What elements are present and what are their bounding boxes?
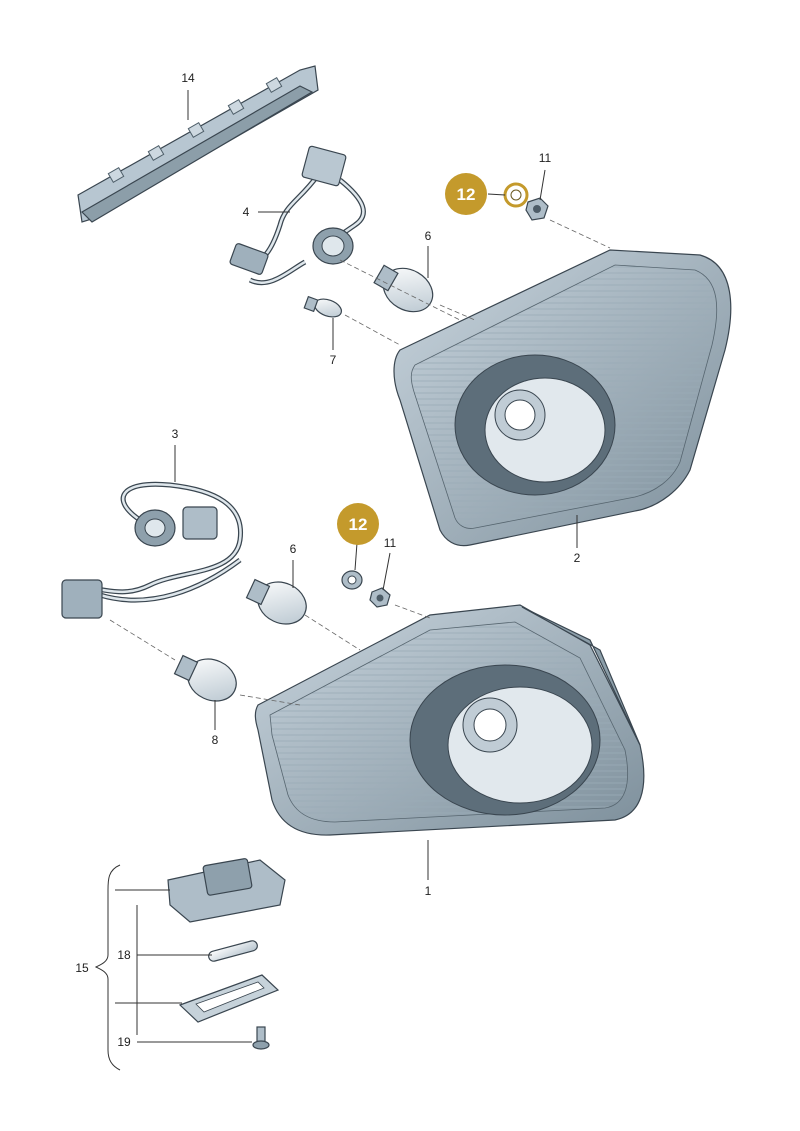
callout-numbers: 14 4 6 7 11 2 3 6 11 8 1 15 18 19 (75, 71, 580, 1049)
tail-light-part-2 (393, 249, 732, 547)
callout-14: 14 (181, 71, 195, 85)
callout-11-lower: 11 (384, 536, 397, 550)
nut-part-11-upper (525, 197, 549, 221)
bulb-part-6-lower (245, 578, 307, 625)
callout-4: 4 (243, 205, 250, 219)
clip-part-12-lower (341, 570, 363, 590)
callout-7: 7 (330, 353, 337, 367)
seal-part-unlabeled (178, 974, 280, 1023)
clip-part-12-upper (503, 182, 529, 208)
highlight-badge-12-upper: 12 (445, 173, 487, 215)
assembly-dash-lines (109, 219, 611, 706)
tail-light-part-1 (254, 604, 645, 836)
bulb-part-8 (173, 654, 237, 702)
bulb-part-6-upper (373, 264, 434, 313)
badge-12-upper-text: 12 (457, 185, 476, 204)
callout-15: 15 (75, 961, 89, 975)
callout-19: 19 (117, 1035, 131, 1049)
callout-1: 1 (425, 884, 432, 898)
wiring-harness-part-3 (61, 481, 244, 619)
license-lamp-part-15 (167, 858, 286, 923)
screw-part-19 (252, 1026, 270, 1050)
callout-2: 2 (574, 551, 581, 565)
leader-lines (94, 90, 578, 1071)
callout-6-lower: 6 (290, 542, 297, 556)
nut-part-11-lower (369, 587, 391, 608)
callout-3: 3 (172, 427, 179, 441)
callout-11-upper: 11 (539, 151, 552, 165)
badge-12-lower-text: 12 (349, 515, 368, 534)
highlight-badge-12-lower: 12 (337, 503, 379, 545)
bulb-part-18 (208, 940, 258, 962)
callout-8: 8 (212, 733, 219, 747)
wiring-harness-part-4 (229, 145, 366, 286)
callout-6-upper: 6 (425, 229, 432, 243)
callout-18: 18 (117, 948, 131, 962)
trim-strip-part-14 (77, 65, 319, 223)
bulb-part-7 (303, 295, 343, 318)
